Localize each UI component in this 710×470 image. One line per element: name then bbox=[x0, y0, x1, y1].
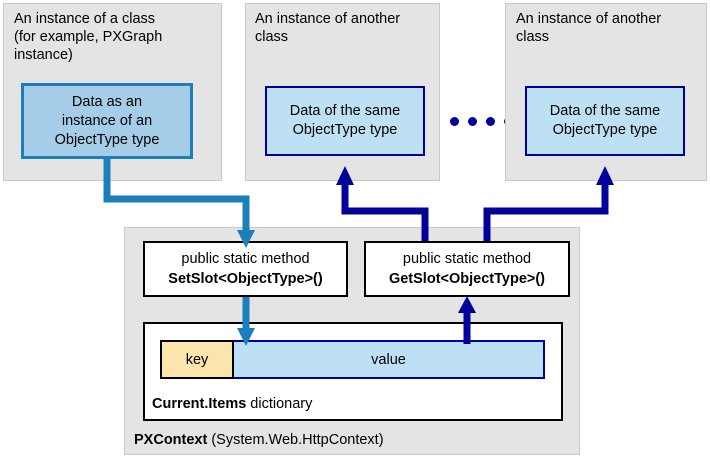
data-box-another-class-1: Data of the same ObjectType type bbox=[265, 86, 425, 156]
method-getslot-line2: GetSlot<ObjectType>() bbox=[388, 271, 546, 287]
pxcontext-label-rest: (System.Web.HttpContext) bbox=[207, 432, 384, 448]
dictionary-key-cell: key bbox=[160, 340, 234, 379]
dictionary-label-rest: dictionary bbox=[246, 396, 313, 412]
pxcontext-label-bold: PXContext bbox=[134, 432, 208, 448]
method-setslot-line1: public static method bbox=[181, 251, 310, 267]
panel-instance-class-caption: An instance of a class (for example, PXG… bbox=[14, 11, 163, 63]
panel-instance-another-class-2-caption: An instance of another class bbox=[516, 11, 662, 45]
data-box-instance-class: Data as an instance of an ObjectType typ… bbox=[21, 83, 193, 159]
method-setslot-line2: SetSlot<ObjectType>() bbox=[168, 271, 323, 287]
data-box-another-class-2: Data of the same ObjectType type bbox=[525, 86, 685, 156]
method-box-getslot[interactable]: public static method GetSlot<ObjectType>… bbox=[364, 241, 570, 297]
method-getslot-line1: public static method bbox=[402, 251, 532, 267]
ellipsis-dot bbox=[450, 117, 459, 126]
dictionary-value-cell: value bbox=[232, 340, 545, 379]
method-box-setslot[interactable]: public static method SetSlot<ObjectType>… bbox=[143, 241, 348, 297]
pxcontext-label: PXContext (System.Web.HttpContext) bbox=[134, 432, 384, 448]
ellipsis-dot bbox=[468, 117, 477, 126]
panel-instance-another-class-1-caption: An instance of another class bbox=[255, 11, 401, 45]
dictionary-label: Current.Items dictionary bbox=[152, 396, 312, 412]
ellipsis-dot bbox=[486, 117, 495, 126]
ellipsis-dots bbox=[450, 117, 513, 126]
dictionary-label-bold: Current.Items bbox=[152, 396, 247, 412]
